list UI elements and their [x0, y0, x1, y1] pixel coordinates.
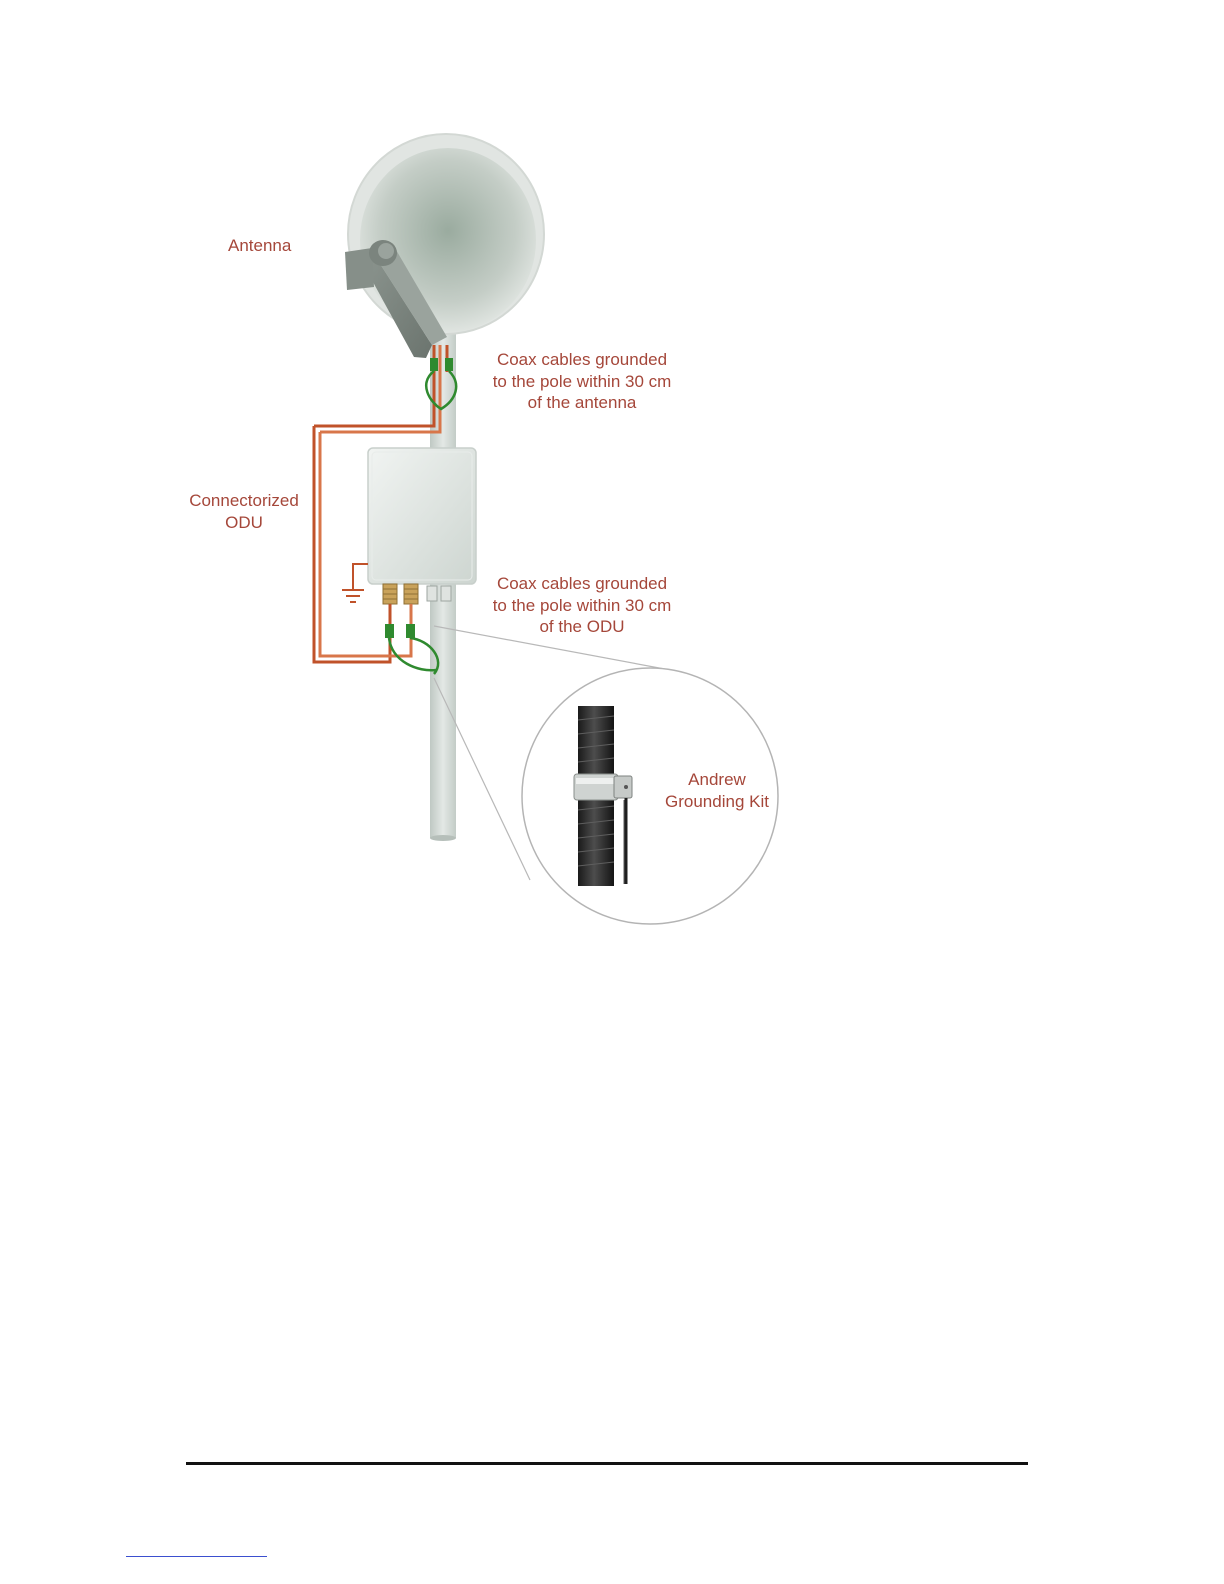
label-andrew-line1: Andrew	[656, 769, 778, 791]
label-coax-odu-line2: to the pole within 30 cm	[487, 595, 677, 617]
label-andrew-line2: Grounding Kit	[656, 791, 778, 813]
label-coax-odu: Coax cables grounded to the pole within …	[487, 573, 677, 638]
label-andrew-kit: Andrew Grounding Kit	[656, 769, 778, 812]
label-connectorized-odu: Connectorized ODU	[184, 490, 304, 533]
odu-enclosure	[368, 448, 476, 584]
footer-link-underline[interactable]	[126, 1556, 267, 1557]
label-coax-odu-line3: of the ODU	[487, 616, 677, 638]
label-coax-antenna-line3: of the antenna	[487, 392, 677, 414]
label-antenna-text: Antenna	[228, 236, 291, 255]
label-coax-antenna-line2: to the pole within 30 cm	[487, 371, 677, 393]
label-connectorized-line1: Connectorized	[184, 490, 304, 512]
label-coax-odu-line1: Coax cables grounded	[487, 573, 677, 595]
label-connectorized-line2: ODU	[184, 512, 304, 534]
footer-rule	[186, 1462, 1028, 1465]
dish-antenna	[345, 134, 544, 358]
ground-symbol	[342, 564, 368, 602]
odu-connectors	[383, 584, 451, 604]
label-coax-antenna: Coax cables grounded to the pole within …	[487, 349, 677, 414]
label-coax-antenna-line1: Coax cables grounded	[487, 349, 677, 371]
label-antenna: Antenna	[228, 235, 291, 257]
